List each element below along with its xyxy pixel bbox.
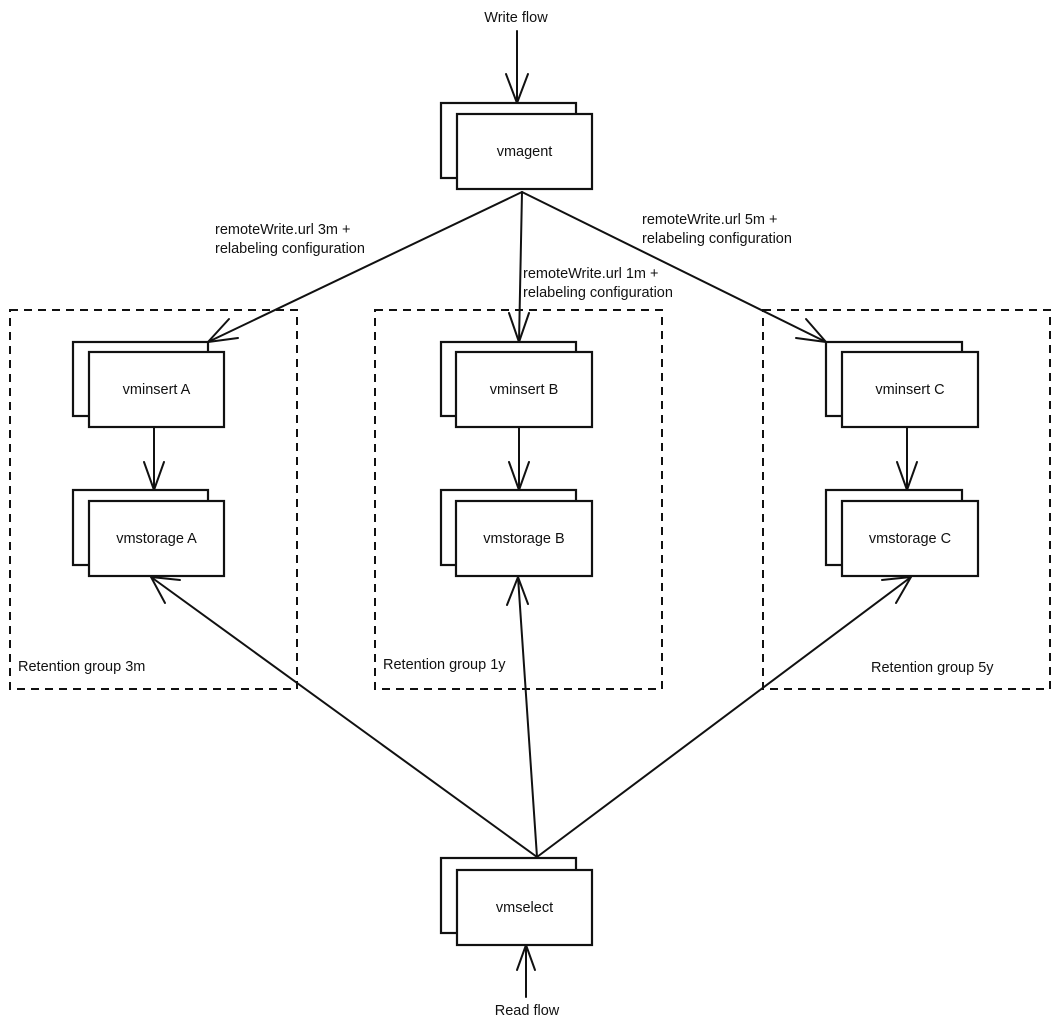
- node-vmselect[interactable]: vmselect: [439, 856, 594, 947]
- retention-group-b-label: Retention group 1y: [383, 657, 506, 673]
- node-vmstorage-c-label: vmstorage C: [869, 531, 951, 547]
- node-vminsert-a-label: vminsert A: [123, 382, 191, 398]
- node-vminsert-c-front: [840, 350, 980, 429]
- node-vmstorage-b-front: [454, 499, 594, 578]
- node-vmstorage-c[interactable]: vmstorage C: [824, 488, 980, 578]
- write-flow-label: Write flow: [484, 10, 548, 26]
- edge-label-b-line2: relabeling configuration: [523, 285, 673, 301]
- node-vminsert-b-front: [454, 350, 594, 429]
- node-vmagent-front: [455, 112, 594, 191]
- node-vmagent[interactable]: vmagent: [439, 101, 594, 191]
- node-vmstorage-b-label: vmstorage B: [483, 531, 564, 547]
- node-vmstorage-a-front: [87, 499, 226, 578]
- retention-group-c: Retention group 5y: [762, 309, 1051, 690]
- retention-group-c-border: [762, 309, 1051, 690]
- edge-label-c-line1: remoteWrite.url 5m +: [642, 212, 778, 228]
- edge-label-b-line1: remoteWrite.url 1m +: [523, 266, 659, 282]
- retention-group-a-label: Retention group 3m: [18, 659, 145, 675]
- node-vminsert-c-label: vminsert C: [875, 382, 944, 398]
- retention-group-b-border: [374, 309, 663, 690]
- retention-group-a-border: [9, 309, 298, 690]
- node-vmstorage-c-front: [840, 499, 980, 578]
- edge-vmselect-to-vmstorage-b: [517, 576, 538, 858]
- node-vminsert-b-label: vminsert B: [490, 382, 559, 398]
- retention-group-b: Retention group 1y: [374, 309, 663, 690]
- node-vmselect-front: [455, 868, 594, 947]
- retention-group-a: Retention group 3m: [9, 309, 298, 690]
- edge-label-a-line1: remoteWrite.url 3m +: [215, 222, 351, 238]
- edge-label-c-line2: relabeling configuration: [642, 231, 792, 247]
- node-vmagent-label: vmagent: [497, 144, 553, 160]
- node-vmstorage-a[interactable]: vmstorage A: [71, 488, 226, 578]
- node-vmstorage-b[interactable]: vmstorage B: [439, 488, 594, 578]
- node-vminsert-a[interactable]: vminsert A: [71, 340, 226, 429]
- read-flow-label: Read flow: [495, 1003, 560, 1019]
- node-vminsert-b[interactable]: vminsert B: [439, 340, 594, 429]
- edge-label-a-line2: relabeling configuration: [215, 241, 365, 257]
- edge-vmagent-to-vminsert-c: [521, 191, 827, 343]
- node-vmselect-label: vmselect: [496, 900, 553, 916]
- edge-vmagent-to-vminsert-a: [207, 191, 523, 343]
- edge-vmselect-to-vmstorage-a: [150, 576, 538, 858]
- edge-vmselect-to-vmstorage-c: [536, 576, 912, 858]
- edge-vmagent-to-vminsert-b: [518, 191, 523, 343]
- node-vmstorage-a-label: vmstorage A: [116, 531, 197, 547]
- node-vminsert-c[interactable]: vminsert C: [824, 340, 980, 429]
- node-vminsert-a-front: [87, 350, 226, 429]
- retention-group-c-label: Retention group 5y: [871, 660, 994, 676]
